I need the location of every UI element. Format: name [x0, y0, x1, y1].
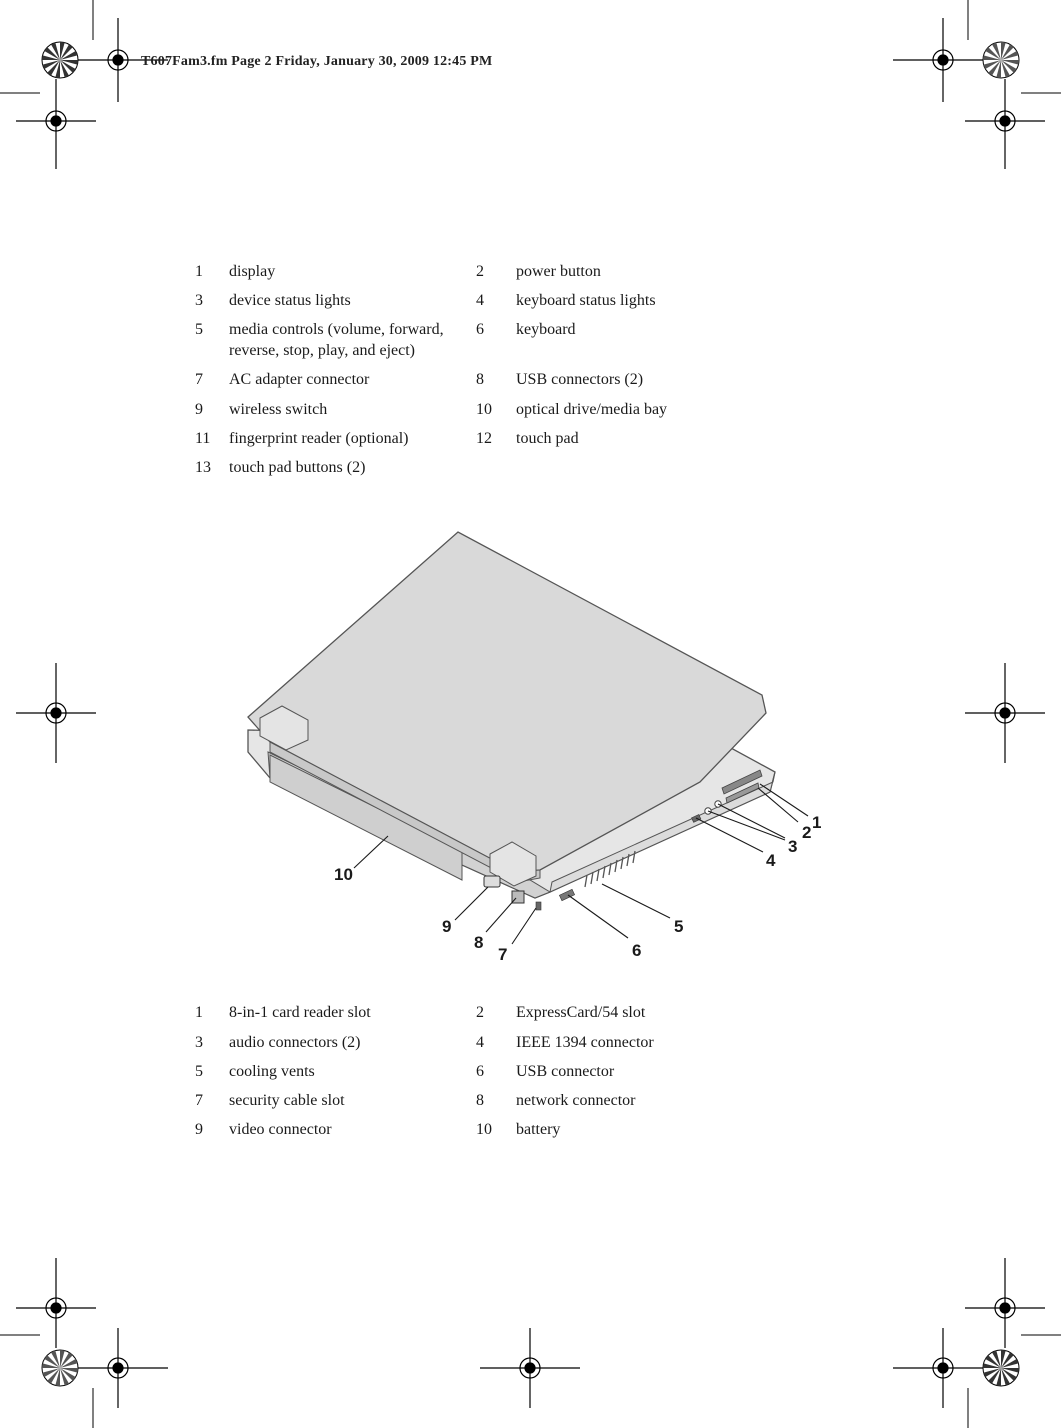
video-port — [483, 875, 501, 888]
legend-label: video connector — [229, 1121, 332, 1138]
callout-leader — [707, 810, 786, 841]
legend-label: AC adapter connector — [229, 371, 370, 388]
starburst-target — [41, 41, 79, 79]
callout-10: 10 — [334, 865, 353, 884]
right-hinge — [489, 841, 537, 887]
legend-number: 6 — [476, 321, 484, 338]
legend-label: display — [229, 263, 276, 280]
legend-label: 8-in-1 card reader slot — [229, 1004, 371, 1021]
legend-number: 6 — [476, 1063, 484, 1080]
legend-label: USB connectors (2) — [516, 371, 644, 388]
legend-label: media controls (volume, forward, reverse… — [229, 321, 444, 359]
callout-leader — [717, 803, 786, 839]
callout-leader — [759, 783, 809, 817]
laptop-back-view-illustration: 1 2 3 4 5 6 7 8 9 10 — [247, 531, 821, 964]
left-hinge — [259, 705, 309, 751]
legend-label: audio connectors (2) — [229, 1034, 361, 1051]
legend-number: 4 — [476, 1034, 484, 1051]
callout-leader — [567, 894, 629, 939]
laptop-right-side — [549, 771, 776, 893]
callout-leader — [757, 787, 799, 823]
callout-leader — [601, 883, 671, 919]
file-header-stamp: T607Fam3.fm Page 2 Friday, January 30, 2… — [141, 54, 493, 69]
starburst-target — [982, 41, 1020, 79]
network-port — [511, 890, 525, 904]
callout-4: 4 — [766, 851, 776, 870]
legend-label: cooling vents — [229, 1063, 315, 1080]
legend-label: wireless switch — [229, 401, 328, 418]
legend-label: keyboard status lights — [516, 292, 656, 309]
usb-port — [558, 888, 576, 902]
legend-number: 2 — [476, 1004, 484, 1021]
legend-label: keyboard — [516, 321, 576, 338]
callout-7: 7 — [498, 945, 507, 964]
legend-number: 2 — [476, 263, 484, 280]
callout-9: 9 — [442, 917, 451, 936]
callout-2: 2 — [802, 823, 811, 842]
callout-1: 1 — [812, 813, 821, 832]
legend-number: 9 — [195, 401, 203, 418]
cooling-vents — [584, 850, 636, 888]
callout-6: 6 — [632, 941, 641, 960]
callout-leader — [485, 897, 517, 933]
expresscard-slot — [725, 782, 760, 804]
callout-leader — [695, 817, 764, 853]
legend-number: 4 — [476, 292, 484, 309]
legend-number: 5 — [195, 1063, 203, 1080]
legend-label: touch pad — [516, 430, 579, 447]
legend-label: touch pad buttons (2) — [229, 459, 366, 476]
legend-number: 7 — [195, 1092, 203, 1109]
legend-number: 8 — [476, 371, 484, 388]
callout-8: 8 — [474, 933, 483, 952]
legend-number: 13 — [195, 459, 211, 476]
legend-label: fingerprint reader (optional) — [229, 430, 409, 447]
legend-number: 3 — [195, 292, 203, 309]
legend-label: ExpressCard/54 slot — [516, 1004, 646, 1021]
legend-number: 3 — [195, 1034, 203, 1051]
starburst-target — [982, 1349, 1020, 1387]
legend-label: optical drive/media bay — [516, 401, 668, 418]
legend-label: security cable slot — [229, 1092, 345, 1109]
legend-number: 7 — [195, 371, 203, 388]
starburst-target — [41, 1349, 79, 1387]
legend-number: 12 — [476, 430, 492, 447]
callout-5: 5 — [674, 917, 683, 936]
security-slot — [535, 901, 542, 911]
legend-number: 10 — [476, 1121, 492, 1138]
legend-label: device status lights — [229, 292, 351, 309]
legend-label: USB connector — [516, 1063, 615, 1080]
legend-label: power button — [516, 263, 601, 280]
legend-number: 1 — [195, 1004, 203, 1021]
legend-number: 10 — [476, 401, 492, 418]
legend-label: network connector — [516, 1092, 636, 1109]
callout-leader — [454, 886, 489, 921]
legend-number: 5 — [195, 321, 203, 338]
legend-label: battery — [516, 1121, 561, 1138]
legend-number: 8 — [476, 1092, 484, 1109]
callout-3: 3 — [788, 837, 797, 856]
legend-number: 11 — [195, 430, 211, 447]
card-reader-slot — [721, 769, 763, 795]
callout-leader — [353, 835, 389, 869]
legend-number: 9 — [195, 1121, 203, 1138]
callout-leader — [511, 907, 537, 945]
legend-number: 1 — [195, 263, 203, 280]
legend-label: IEEE 1394 connector — [516, 1034, 654, 1051]
